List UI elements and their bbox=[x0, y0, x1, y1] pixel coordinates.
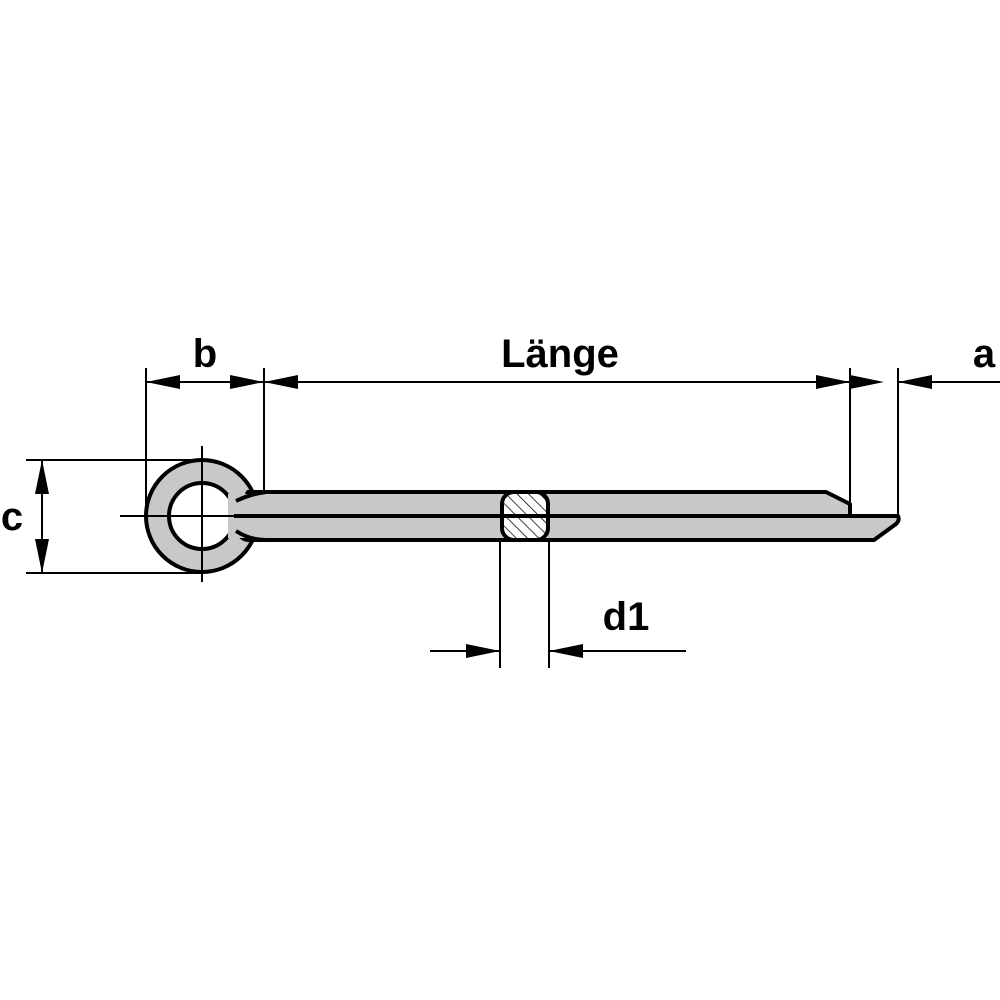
label-b: b bbox=[193, 332, 217, 376]
dimension-c: c bbox=[1, 460, 49, 573]
label-c: c bbox=[1, 495, 23, 539]
label-length: Länge bbox=[501, 332, 619, 376]
cotter-pin bbox=[120, 446, 901, 582]
dimension-a: a bbox=[850, 332, 1000, 389]
pin-lower-leg bbox=[234, 514, 901, 542]
dimension-length: Länge bbox=[264, 332, 850, 389]
dimension-b: b bbox=[146, 332, 264, 389]
label-d1: d1 bbox=[603, 595, 650, 639]
label-a: a bbox=[973, 332, 996, 376]
dimension-d1: d1 bbox=[430, 595, 686, 658]
extension-lines bbox=[26, 368, 899, 668]
